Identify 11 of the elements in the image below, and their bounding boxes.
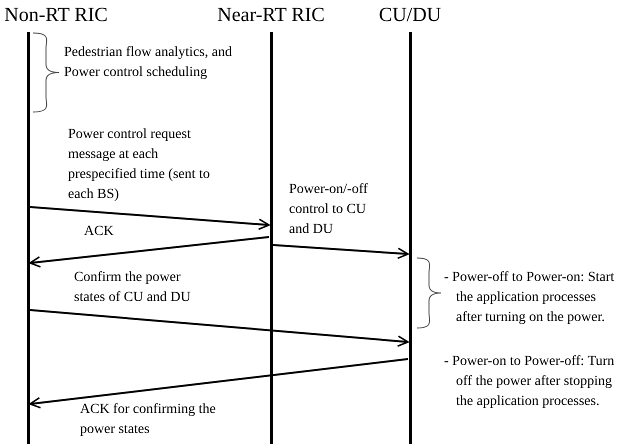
message-arrow xyxy=(29,358,408,409)
message-arrow xyxy=(30,206,270,230)
participant-label: CU/DU xyxy=(378,4,442,26)
message-arrow xyxy=(272,244,409,260)
message-arrow xyxy=(30,309,409,347)
message-arrow xyxy=(29,236,270,268)
participant-label: Near-RT RIC xyxy=(216,4,326,26)
participant-label: Non-RT RIC xyxy=(3,4,109,26)
note-text: Pedestrian flow analytics, and Power control scheduling xyxy=(64,44,233,82)
note-text: - Power-on to Power-off: Turn off the power after stopping the application processes. xyxy=(444,353,616,411)
note-text: - Power-off to Power-on: Start the application processes after turning on the power. xyxy=(444,269,616,327)
